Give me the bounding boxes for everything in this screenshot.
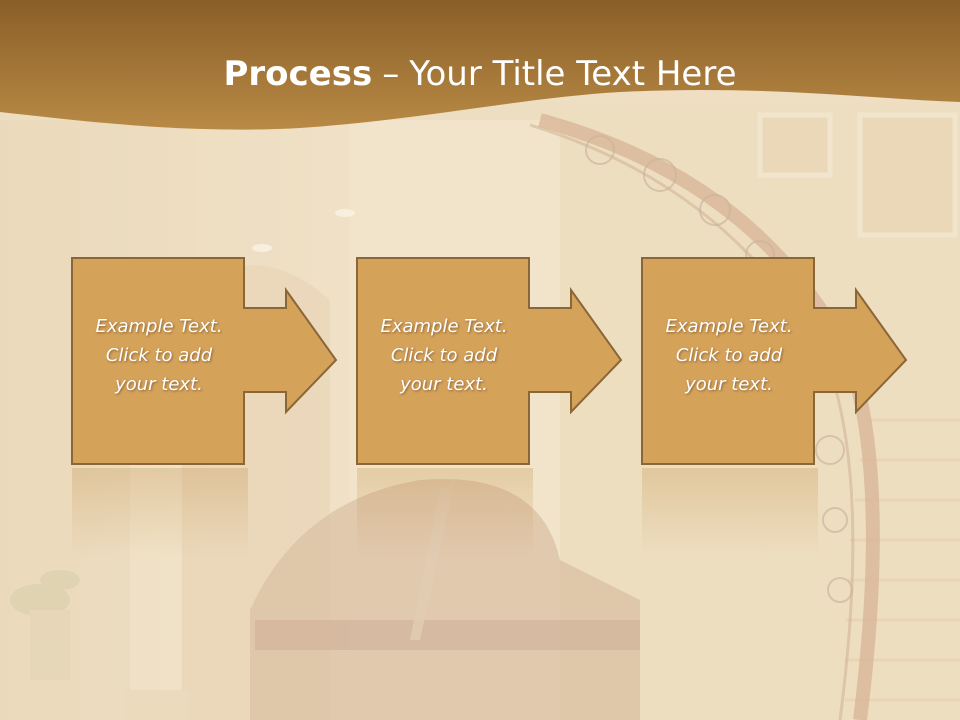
- header-band: [0, 0, 960, 130]
- step-text-line-1: Example Text.: [380, 316, 508, 337]
- step-text[interactable]: Example Text. Click to add your text.: [357, 312, 531, 399]
- step-text-line-3: your text.: [400, 374, 488, 395]
- step-text-line-2: Click to add: [675, 345, 783, 366]
- slide-title[interactable]: Process–Your Title Text Here: [0, 52, 960, 96]
- process-step-2[interactable]: Example Text. Click to add your text.: [356, 257, 623, 466]
- step-text-line-1: Example Text.: [665, 316, 793, 337]
- step-box-arrow-shape: [71, 257, 338, 465]
- title-bold-text: Process: [223, 54, 373, 94]
- title-rest-text: Your Title Text Here: [409, 54, 737, 94]
- step-reflection: [357, 468, 533, 558]
- step-text-line-3: your text.: [685, 374, 773, 395]
- process-step-1[interactable]: Example Text. Click to add your text.: [71, 257, 338, 466]
- step-text-line-2: Click to add: [105, 345, 213, 366]
- step-reflection: [72, 468, 248, 558]
- step-text-line-2: Click to add: [390, 345, 498, 366]
- step-box-arrow-shape: [641, 257, 908, 465]
- step-text[interactable]: Example Text. Click to add your text.: [72, 312, 246, 399]
- step-text-line-1: Example Text.: [95, 316, 223, 337]
- step-text[interactable]: Example Text. Click to add your text.: [642, 312, 816, 399]
- step-reflection: [642, 468, 818, 558]
- title-separator: –: [382, 54, 400, 94]
- step-box-arrow-shape: [356, 257, 623, 465]
- process-step-3[interactable]: Example Text. Click to add your text.: [641, 257, 908, 466]
- step-text-line-3: your text.: [115, 374, 203, 395]
